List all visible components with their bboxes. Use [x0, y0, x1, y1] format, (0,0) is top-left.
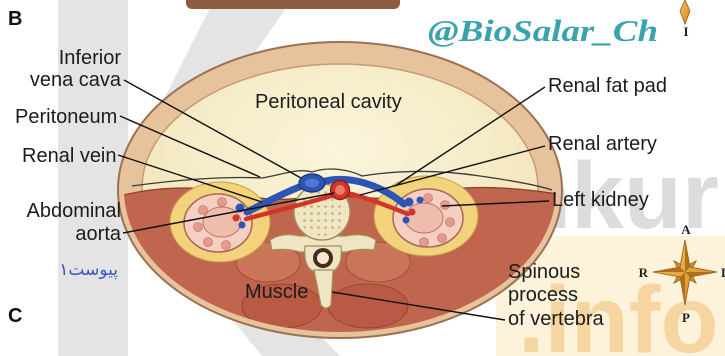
label-muscle: Muscle [245, 281, 308, 303]
renal-pyramid [446, 218, 455, 227]
photo-strip [186, 0, 400, 9]
panel-label-b: B [8, 8, 22, 30]
compass-left-label: L [721, 265, 725, 280]
label-renal-artery: Renal artery [548, 133, 657, 155]
hilum-artery [233, 215, 240, 222]
renal-pyramid [218, 198, 227, 207]
renal-pyramid [424, 194, 433, 203]
renal-pyramid [194, 223, 203, 232]
renal-pyramid [420, 238, 429, 247]
spinal-cord [317, 252, 329, 264]
hilum-vein [403, 217, 410, 224]
label-abdominal-aorta-line1: Abdominal [26, 200, 121, 222]
label-spinous-process-line2: process [508, 284, 578, 306]
top-compass-inferior-label: I [683, 24, 688, 39]
renal-pyramid [438, 234, 447, 243]
compass-posterior-label: P [682, 310, 690, 325]
label-peritoneum: Peritoneum [15, 106, 117, 128]
channel-handle: @BioSalar_Ch [428, 13, 658, 48]
renal-pyramid [441, 201, 450, 210]
label-left-kidney: Left kidney [552, 189, 649, 211]
label-spinous-process-line1: Spinous [508, 261, 580, 283]
left-kidney [393, 189, 463, 247]
renal-pyramid [204, 238, 213, 247]
appendix-note: پیوست۱ [59, 260, 118, 280]
compass-anterior-label: A [681, 222, 691, 237]
label-peritoneal-cavity: Peritoneal cavity [255, 91, 402, 113]
label-inferior-vena-cava-line2: vena cava [30, 69, 122, 91]
hilum-vein [417, 197, 424, 204]
back-muscle-left [328, 284, 408, 328]
abdominal-aorta-lumen [335, 185, 345, 195]
panel-label-c: C [8, 305, 22, 327]
label-spinous-process-line3: of vertebra [508, 308, 604, 330]
kidney-medulla [405, 203, 443, 233]
renal-pyramid [222, 241, 231, 250]
compass-right-label: R [639, 265, 649, 280]
label-renal-fat-pad: Renal fat pad [548, 75, 667, 97]
renal-pyramid [199, 206, 208, 215]
label-abdominal-aorta-line2: aorta [75, 223, 121, 245]
right-kidney [184, 194, 252, 252]
hilum-vein [239, 222, 246, 229]
label-renal-vein: Renal vein [22, 145, 117, 167]
label-inferior-vena-cava-line1: Inferior [59, 47, 122, 69]
inferior-vena-cava-lumen [305, 179, 319, 188]
